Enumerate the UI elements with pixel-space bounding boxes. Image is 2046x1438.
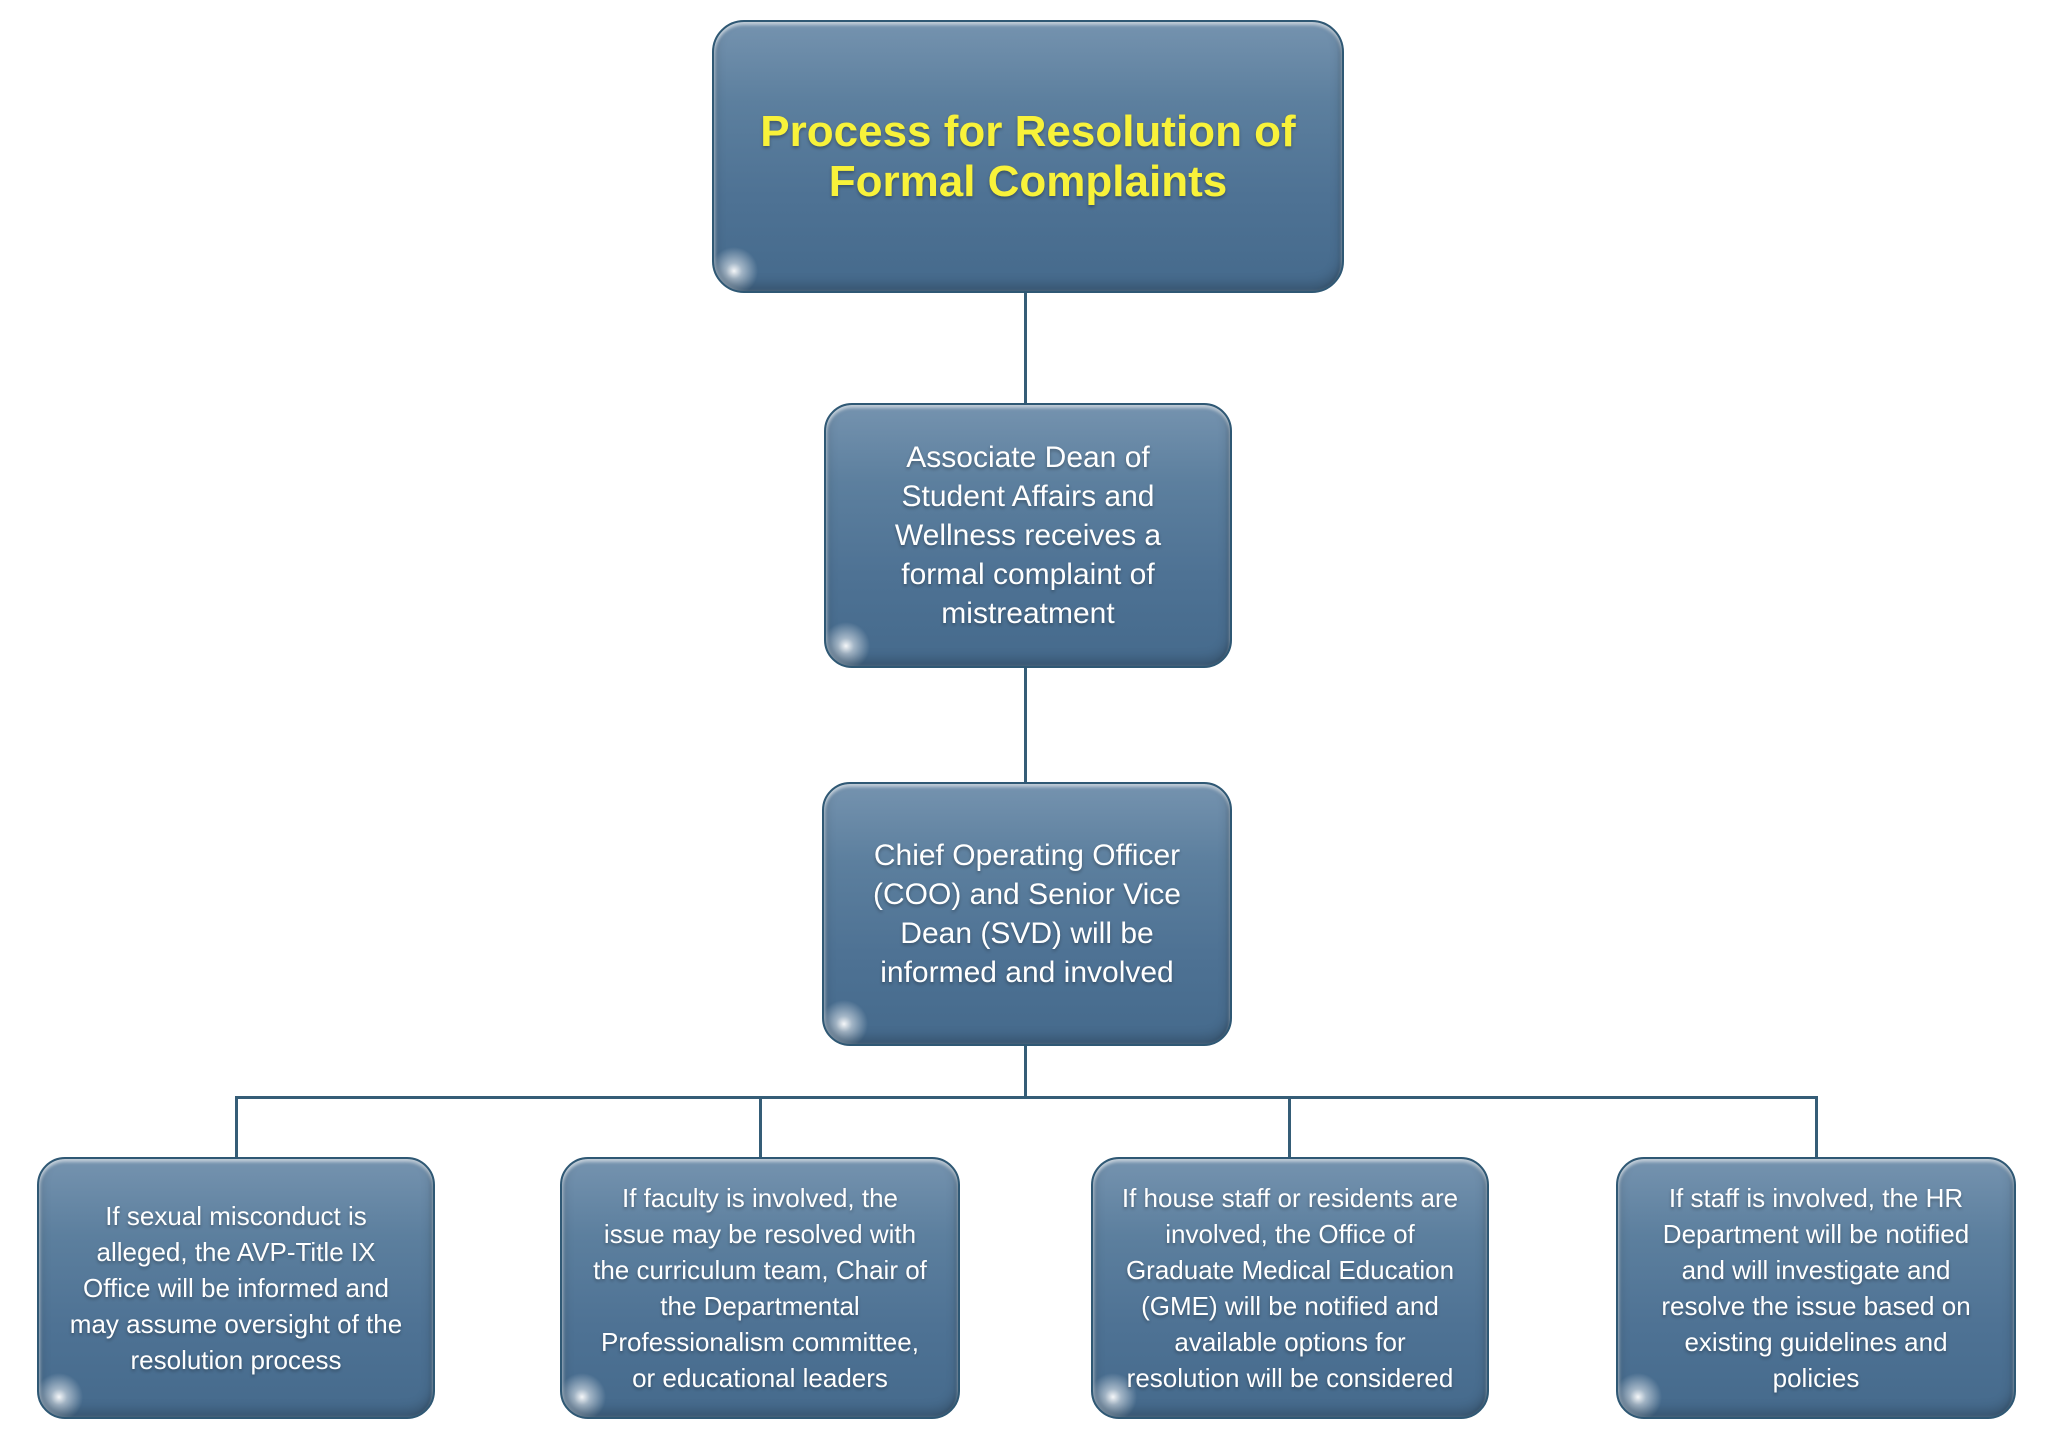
branch-hr-text: If staff is involved, the HR Department … [1661,1183,1971,1393]
branch-node-title-ix: If sexual misconduct is alleged, the AVP… [37,1157,435,1419]
branch-node-gme: If house staff or residents are involved… [1091,1157,1489,1419]
connector-branch-rail [235,1096,1818,1099]
connector-drop-title-ix [235,1096,238,1157]
intake-node-text: Associate Dean of Student Affairs and We… [894,441,1162,630]
connector-title-to-intake [1024,293,1027,403]
page-title: Process for Resolution of Formal Complai… [760,106,1296,206]
connector-leadership-stem [1024,1046,1027,1097]
connector-drop-gme [1288,1096,1291,1157]
connector-intake-to-leadership [1024,668,1027,782]
connector-drop-faculty [759,1096,762,1157]
branch-node-hr: If staff is involved, the HR Department … [1616,1157,2016,1419]
title-node: Process for Resolution of Formal Complai… [712,20,1344,293]
branch-faculty-text: If faculty is involved, the issue may be… [593,1183,927,1393]
branch-node-faculty: If faculty is involved, the issue may be… [560,1157,960,1419]
leadership-node-text: Chief Operating Officer (COO) and Senior… [873,839,1181,989]
intake-node: Associate Dean of Student Affairs and We… [824,403,1232,668]
leadership-node: Chief Operating Officer (COO) and Senior… [822,782,1232,1046]
connector-drop-hr [1815,1096,1818,1157]
branch-title-ix-text: If sexual misconduct is alleged, the AVP… [69,1201,403,1375]
branch-gme-text: If house staff or residents are involved… [1121,1183,1459,1393]
